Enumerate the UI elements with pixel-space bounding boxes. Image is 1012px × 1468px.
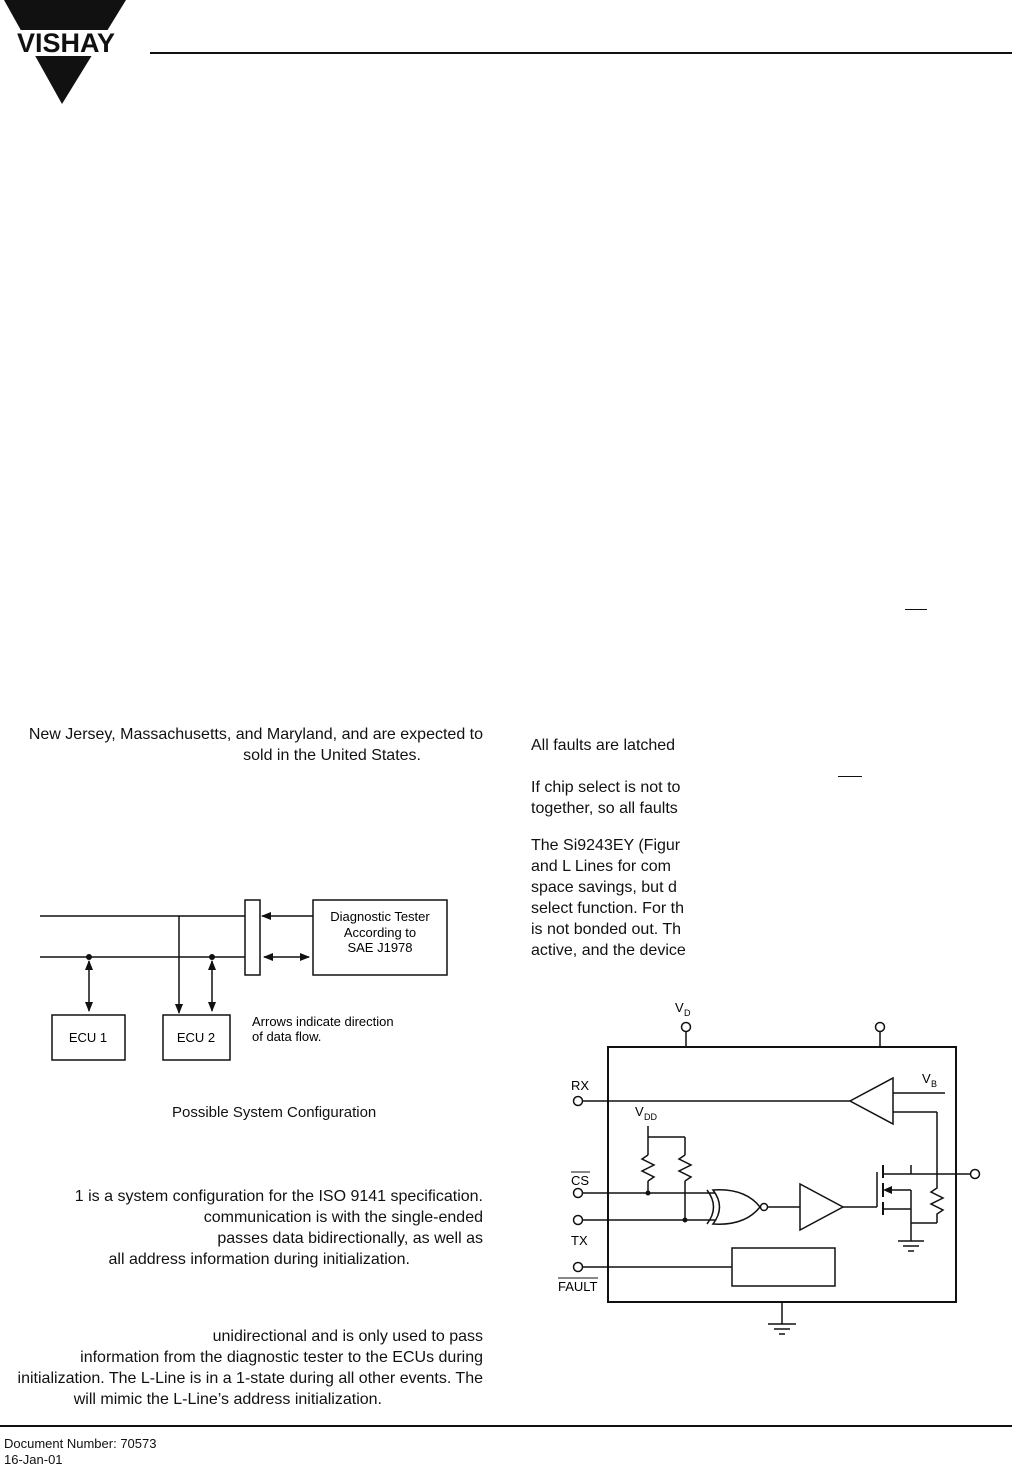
arrows-note-1: Arrows indicate direction bbox=[252, 1014, 394, 1029]
rx-comparator bbox=[848, 1076, 894, 1126]
p3-line-1: The Si9243EY (Figur bbox=[531, 837, 681, 854]
header-rule bbox=[150, 52, 1012, 54]
rx-label: RX bbox=[571, 1078, 589, 1093]
document-number: Document Number: 70573 bbox=[4, 1436, 157, 1451]
right-p3: The Si9243EY (Figur and L Lines for com … bbox=[531, 835, 686, 961]
p3-line-2: and L Lines for com bbox=[531, 858, 671, 875]
p2-line-2: together, so all faults bbox=[531, 800, 678, 817]
para2-line-3: initialization. The L-Line is in a 1-sta… bbox=[17, 1370, 483, 1387]
ecu1-box bbox=[51, 1014, 126, 1061]
para1-line-3: passes data bidirectionally, as well as bbox=[217, 1230, 483, 1247]
document-date: 16-Jan-01 bbox=[4, 1452, 63, 1467]
si9243ey-block-diagram: V D RX V B V DD CS TX bbox=[558, 1000, 981, 1335]
tester-line-3: SAE J1978 bbox=[347, 940, 412, 955]
bus-interface-box bbox=[244, 899, 261, 976]
vdd-label: V bbox=[635, 1104, 644, 1119]
intro-line-2: sold in the United States. bbox=[243, 747, 421, 764]
p3-line-4: select function. For th bbox=[531, 900, 684, 917]
tester-line-2: According to bbox=[344, 925, 416, 940]
para2-line-4: will mimic the L-Line’s address initiali… bbox=[73, 1391, 382, 1408]
vishay-logo: VISHAY bbox=[0, 0, 132, 104]
diagnostic-tester-box bbox=[312, 899, 448, 976]
para1-line-4: all address information during initializ… bbox=[108, 1251, 411, 1268]
ecu2-box bbox=[162, 1014, 231, 1061]
fault-label: FAULT bbox=[558, 1279, 598, 1294]
paragraph-1: 1 is a system configuration for the ISO … bbox=[0, 1186, 483, 1270]
arrows-note-2: of data flow. bbox=[252, 1029, 321, 1044]
overline-mark-2 bbox=[838, 776, 862, 777]
para1-line-2: communication is with the single-ended bbox=[203, 1209, 483, 1226]
system-configuration-figure: Diagnostic Tester According to SAE J1978… bbox=[40, 899, 448, 1061]
para2-line-2: information from the diagnostic tester t… bbox=[80, 1349, 483, 1366]
paragraph-2: unidirectional and is only used to pass … bbox=[0, 1326, 483, 1410]
vb-label: V bbox=[922, 1071, 931, 1086]
overline-mark bbox=[905, 609, 927, 610]
logo-text: VISHAY bbox=[17, 28, 115, 58]
figure1-caption: Possible System Configuration bbox=[172, 1104, 377, 1121]
p3-line-6: active, and the device bbox=[531, 942, 686, 959]
para2-line-1: unidirectional and is only used to pass bbox=[212, 1328, 483, 1345]
fault-logic-box bbox=[731, 1247, 836, 1287]
vb-subscript: B bbox=[931, 1079, 937, 1089]
driver-buffer bbox=[799, 1182, 845, 1232]
intro-text: New Jersey, Massachusetts, and Maryland,… bbox=[0, 724, 483, 766]
para1-line-1: 1 is a system configuration for the ISO … bbox=[74, 1188, 483, 1205]
vd-subscript: D bbox=[684, 1008, 691, 1018]
p3-line-5: is not bonded out. Th bbox=[531, 921, 682, 938]
tester-line-1: Diagnostic Tester bbox=[330, 909, 430, 924]
vd-label: V bbox=[675, 1000, 684, 1015]
intro-line-1: New Jersey, Massachusetts, and Maryland,… bbox=[28, 726, 483, 743]
ecu1-label: ECU 1 bbox=[69, 1030, 107, 1045]
footer-rule bbox=[0, 1425, 1012, 1427]
right-p1: All faults are latched bbox=[531, 737, 676, 754]
vdd-subscript: DD bbox=[644, 1112, 657, 1122]
nor-gate bbox=[711, 1189, 761, 1225]
ecu2-label: ECU 2 bbox=[177, 1030, 215, 1045]
right-p2: If chip select is not to together, so al… bbox=[531, 777, 680, 819]
p2-line-1: If chip select is not to bbox=[531, 779, 681, 796]
cs-label: CS bbox=[571, 1173, 589, 1188]
tx-label: TX bbox=[571, 1233, 588, 1248]
p3-line-3: space savings, but d bbox=[531, 879, 677, 896]
